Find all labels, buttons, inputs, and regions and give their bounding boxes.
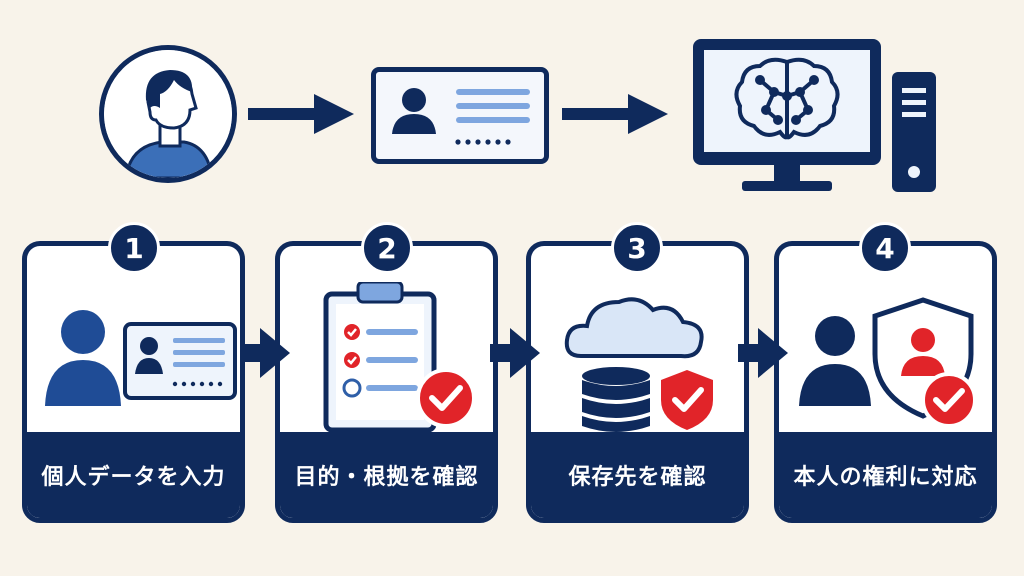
red-check-badge-icon	[416, 368, 476, 428]
person-avatar-icon	[99, 45, 237, 183]
step-2-panel: 目的・根拠を確認	[275, 241, 498, 523]
clipboard-checklist-icon	[323, 282, 476, 432]
id-card-icon	[371, 67, 549, 164]
step-1-illustration	[45, 310, 237, 406]
step-1-label: 個人データを入力	[41, 465, 226, 490]
flow-arrow-2	[562, 94, 668, 134]
step-3-label: 保存先を確認	[568, 465, 707, 490]
step-arrow-1	[240, 328, 290, 378]
red-check-badge-icon	[921, 372, 977, 428]
person-icon	[799, 316, 871, 406]
step-3-panel: 保存先を確認	[526, 241, 749, 523]
computer-ai-brain-icon	[690, 36, 940, 196]
step-2-label: 目的・根拠を確認	[294, 465, 479, 490]
step-arrow-2	[490, 328, 540, 378]
step-4-illustration	[799, 297, 977, 428]
step-4-label: 本人の権利に対応	[793, 465, 978, 490]
id-card-icon	[123, 322, 237, 400]
step-1-number-badge: 1	[108, 222, 160, 274]
shield-check-icon	[661, 370, 713, 430]
step-3-number-badge: 3	[611, 222, 663, 274]
step-3-illustration	[564, 297, 713, 432]
step-1-panel: 個人データを入力	[22, 241, 245, 523]
step-2-number-badge: 2	[361, 222, 413, 274]
step-4-number-badge: 4	[859, 222, 911, 274]
step-4-panel: 本人の権利に対応	[774, 241, 997, 523]
database-icon	[582, 367, 650, 432]
step-arrow-3	[738, 328, 788, 378]
flow-arrow-1	[248, 94, 354, 134]
person-icon	[45, 310, 121, 406]
cloud-icon	[564, 297, 704, 359]
